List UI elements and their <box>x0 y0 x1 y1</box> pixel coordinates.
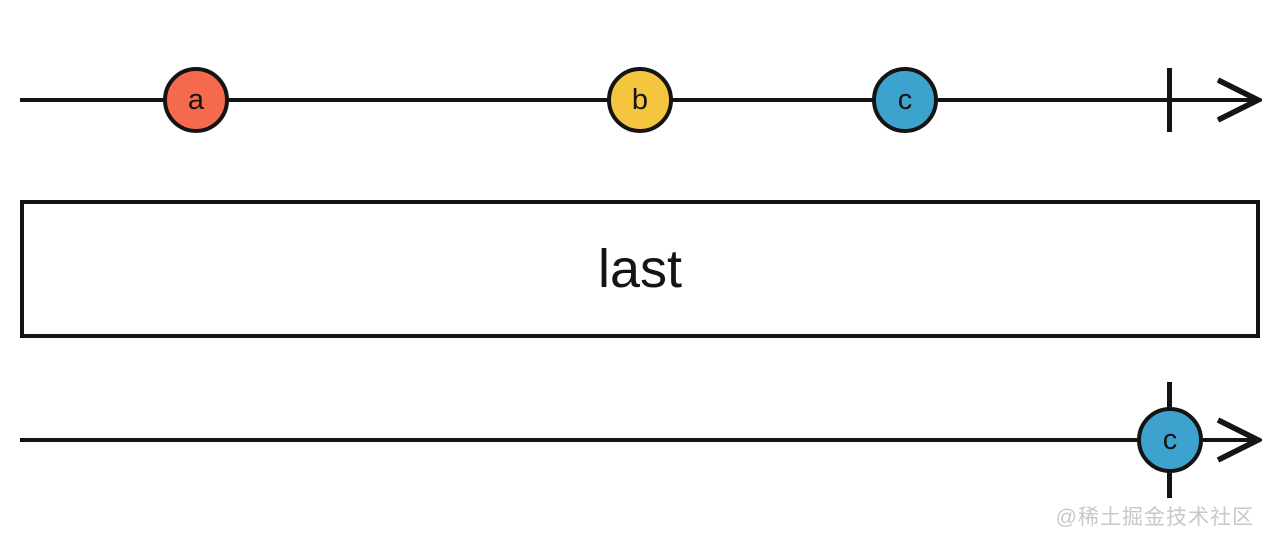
marble-c: c <box>872 67 938 133</box>
operator-box: last <box>20 200 1260 338</box>
output-arrowhead-icon <box>1216 417 1262 463</box>
marble-b-label: b <box>631 83 649 116</box>
output-marble-c-label: c <box>1162 423 1178 456</box>
output-timeline-line <box>20 438 1256 442</box>
watermark: @稀土掘金技术社区 <box>1055 506 1254 529</box>
input-complete-bar <box>1167 68 1172 132</box>
marble-a: a <box>163 67 229 133</box>
output-marble-c: c <box>1137 407 1203 473</box>
marble-c-label: c <box>897 83 913 116</box>
operator-label: last <box>597 239 683 299</box>
marble-b: b <box>607 67 673 133</box>
input-arrowhead-icon <box>1216 77 1262 123</box>
marble-a-label: a <box>187 83 205 116</box>
